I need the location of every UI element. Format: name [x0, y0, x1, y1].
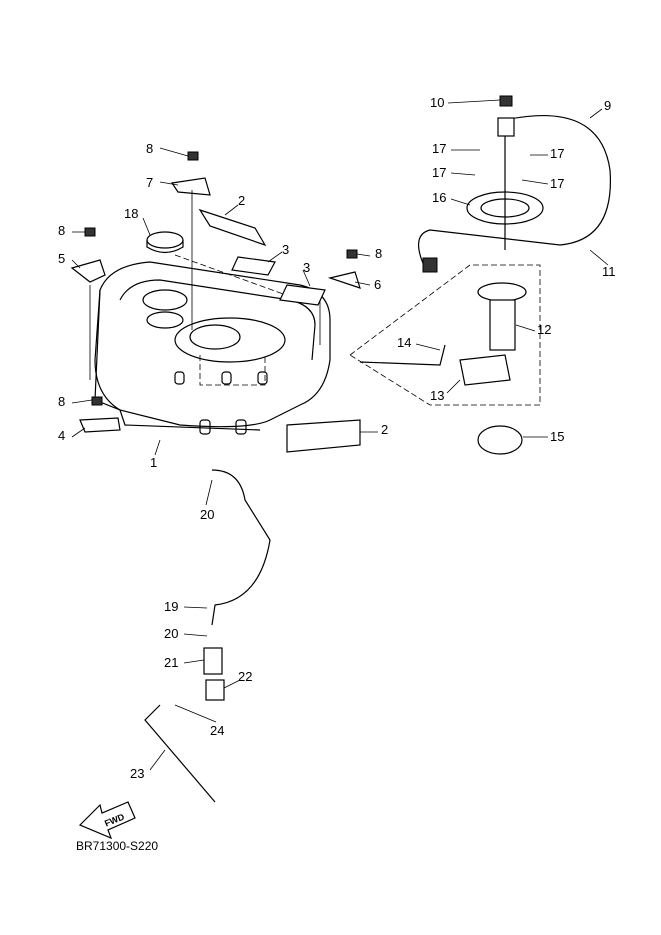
callout-12: 12 — [537, 322, 551, 337]
leader-lines — [71, 99, 609, 771]
bracket-7 — [170, 177, 211, 196]
cover-2-bottom — [286, 419, 361, 453]
callout-20: 20 — [164, 626, 178, 641]
callout-8: 8 — [58, 223, 65, 238]
callout-labels: 10 9 17 17 17 17 16 11 12 14 13 15 8 7 2… — [58, 95, 616, 781]
diagram-code: BR71300-S220 — [76, 839, 158, 853]
cap-18 — [146, 231, 184, 254]
callout-3: 3 — [303, 260, 310, 275]
hose-19 — [211, 469, 271, 626]
fuel-tank — [94, 254, 331, 435]
callout-8: 8 — [146, 141, 153, 156]
callout-17: 17 — [432, 141, 446, 156]
callout-5: 5 — [58, 251, 65, 266]
callout-8: 8 — [58, 394, 65, 409]
callout-2: 2 — [238, 193, 245, 208]
bolts-8 — [84, 151, 358, 406]
filter-21 — [203, 647, 225, 701]
callout-17: 17 — [432, 165, 446, 180]
callout-18: 18 — [124, 206, 138, 221]
bracket-4 — [79, 417, 121, 433]
cover-2-top — [198, 208, 267, 247]
callout-6: 6 — [374, 277, 381, 292]
callout-17: 17 — [550, 146, 564, 161]
callout-17: 17 — [550, 176, 564, 191]
callout-15: 15 — [550, 429, 564, 444]
callout-2: 2 — [381, 422, 388, 437]
callout-1: 1 — [150, 455, 157, 470]
callout-22: 22 — [238, 669, 252, 684]
callout-11: 11 — [602, 264, 616, 279]
bracket-5 — [70, 259, 106, 283]
callout-16: 16 — [432, 190, 446, 205]
callout-3: 3 — [282, 242, 289, 257]
callout-7: 7 — [146, 175, 153, 190]
callout-9: 9 — [604, 98, 611, 113]
callout-24: 24 — [210, 723, 224, 738]
callout-4: 4 — [58, 428, 65, 443]
callout-10: 10 — [430, 95, 444, 110]
hose-23 — [144, 704, 216, 803]
bracket-6 — [327, 271, 361, 289]
callout-8: 8 — [375, 246, 382, 261]
callout-21: 21 — [164, 655, 178, 670]
callout-14: 14 — [397, 335, 411, 350]
callout-20: 20 — [200, 507, 214, 522]
fwd-arrow-icon: FWD — [78, 801, 136, 840]
callout-23: 23 — [130, 766, 144, 781]
callout-19: 19 — [164, 599, 178, 614]
fuel-pump-assembly — [349, 95, 612, 455]
callout-13: 13 — [430, 388, 444, 403]
pad-3a — [231, 256, 276, 276]
pad-3b — [279, 284, 326, 306]
